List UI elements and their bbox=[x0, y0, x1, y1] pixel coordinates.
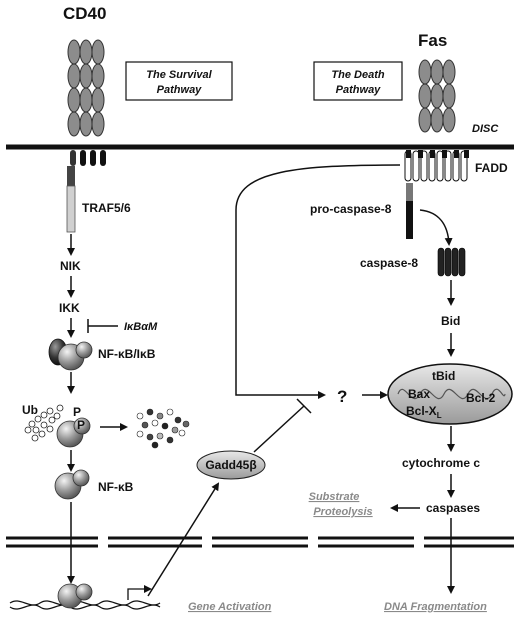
bax-label: Bax bbox=[408, 387, 430, 401]
bid-label: Bid bbox=[441, 314, 460, 328]
fas-receptor bbox=[418, 59, 456, 133]
svg-text:The Death: The Death bbox=[331, 69, 384, 81]
disc-label: DISC bbox=[472, 123, 499, 135]
dna-fragmentation-label: DNA Fragmentation bbox=[384, 601, 487, 613]
procaspase8-shape bbox=[406, 183, 413, 239]
survival-pathway-box: The Survival Pathway bbox=[125, 61, 233, 101]
fadd-label: FADD bbox=[475, 161, 508, 175]
caspases-label: caspases bbox=[426, 501, 480, 515]
nuclear-envelope bbox=[6, 536, 514, 548]
cytochrome-c-label: cytochrome c bbox=[402, 456, 480, 470]
bcl2-label: Bcl-2 bbox=[466, 391, 496, 405]
nfkb-label: NF-κB bbox=[98, 480, 134, 494]
caspase8-shape bbox=[437, 247, 466, 277]
cd40-label: CD40 bbox=[63, 4, 106, 23]
traf-complex bbox=[66, 150, 106, 233]
svg-text:The Survival: The Survival bbox=[146, 69, 212, 81]
gadd45b-node: Gadd45β bbox=[196, 450, 266, 480]
phospho-1: P bbox=[73, 405, 81, 419]
nfkb-ikb-label: NF-κB/IκB bbox=[98, 347, 156, 361]
svg-text:Pathway: Pathway bbox=[157, 84, 203, 96]
gadd45b-inhibition-bar bbox=[296, 398, 312, 414]
svg-text:Pathway: Pathway bbox=[336, 84, 382, 96]
degradation-fragments bbox=[136, 408, 190, 449]
question-mark: ? bbox=[337, 387, 347, 406]
ubiquitin-chain bbox=[24, 404, 64, 442]
death-pathway-box: The Death Pathway bbox=[313, 61, 403, 101]
bclxl-label: Bcl-XL bbox=[406, 404, 442, 420]
ikk-label: IKK bbox=[59, 301, 80, 315]
caspase8-label: caspase-8 bbox=[360, 256, 418, 270]
ub-label: Ub bbox=[22, 403, 38, 417]
procaspase8-label: pro-caspase-8 bbox=[310, 202, 392, 216]
procaspase8-tail bbox=[406, 183, 413, 201]
arrow-to-gadd45b bbox=[147, 482, 220, 597]
transcription-start-arrow bbox=[127, 585, 152, 600]
disc-to-question-line bbox=[235, 164, 401, 396]
svg-text:Gadd45β: Gadd45β bbox=[205, 458, 256, 472]
fas-death-domains bbox=[406, 150, 469, 158]
nik-label: NIK bbox=[60, 259, 81, 273]
arrow-to-caspase8 bbox=[419, 209, 453, 246]
fadd-adaptors bbox=[404, 150, 468, 182]
nfkb-dimer bbox=[54, 469, 90, 500]
tbid-label: tBid bbox=[432, 369, 455, 383]
nfkb-ikb-complex bbox=[48, 338, 93, 371]
mitochondrion bbox=[387, 363, 513, 425]
svg-text:Proteolysis: Proteolysis bbox=[313, 506, 372, 518]
cd40-receptor bbox=[67, 39, 105, 137]
fas-label: Fas bbox=[418, 31, 447, 50]
gadd45b-inhibition-line bbox=[253, 405, 305, 453]
nfkb-on-dna bbox=[57, 583, 93, 609]
phospho-2: P bbox=[77, 418, 85, 432]
substrate-proteolysis-label: Substrate Proteolysis bbox=[309, 491, 373, 518]
ub-nfkb-ikb-complex bbox=[56, 417, 91, 448]
traf-label: TRAF5/6 bbox=[82, 201, 131, 215]
dna-helix bbox=[9, 600, 161, 610]
svg-text:Substrate: Substrate bbox=[309, 491, 360, 503]
gene-activation-label: Gene Activation bbox=[188, 601, 272, 613]
ikbam-label: IκBαM bbox=[124, 321, 158, 333]
